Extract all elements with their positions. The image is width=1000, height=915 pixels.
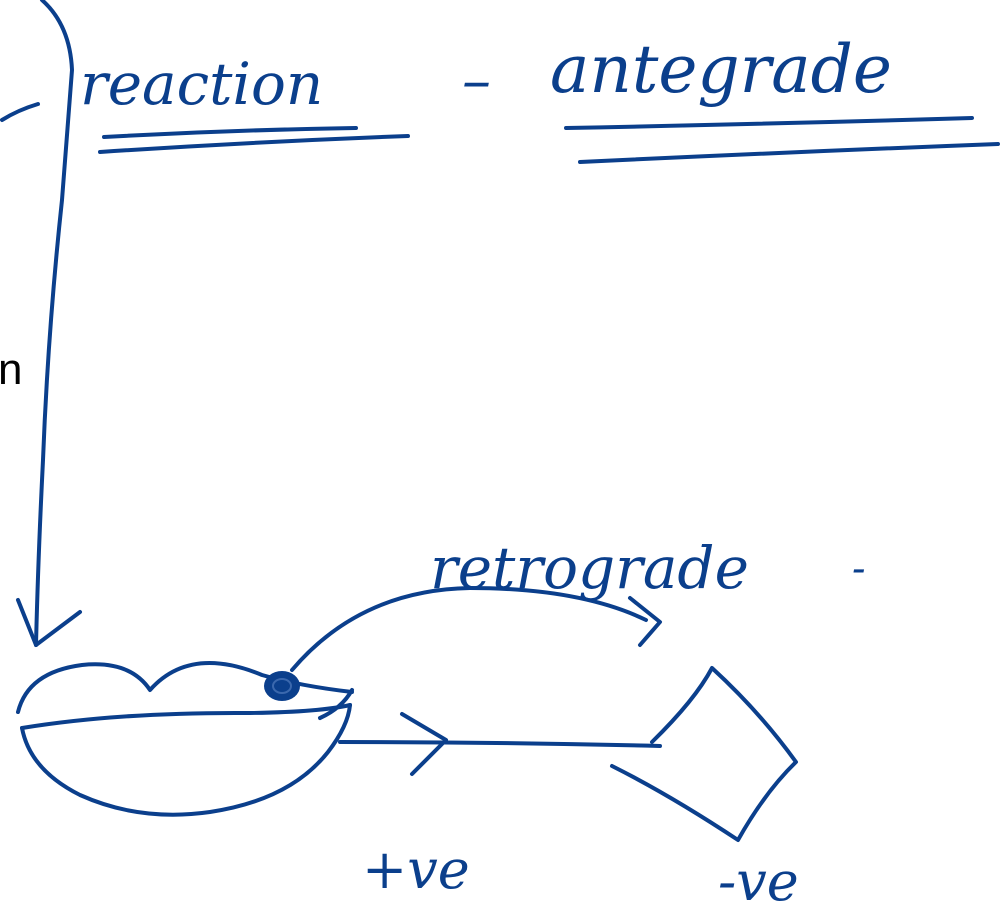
- underline-reaction-1: [102, 126, 358, 139]
- retrograde-arrow-head: [628, 596, 662, 647]
- underline-antegrade-2: [578, 142, 1000, 164]
- cell-body-bowl: [20, 703, 352, 817]
- label-negative: -ve: [718, 850, 799, 913]
- long-arrow-line: [34, 0, 74, 647]
- label-retrograde: retrograde: [430, 534, 749, 602]
- cell-body-top: [16, 661, 354, 714]
- label-positive: +ve: [362, 838, 470, 901]
- printed-text-fragment: n: [0, 345, 23, 394]
- target-diamond: [610, 666, 798, 842]
- long-arrow-head: [16, 598, 82, 647]
- underline-reaction-2: [98, 134, 410, 154]
- retrograde-arrow-line: [290, 586, 648, 672]
- synapse-dot-highlight: [272, 678, 292, 694]
- forward-arrow-head: [400, 712, 448, 776]
- cell-body-rim: [20, 703, 352, 730]
- underline-antegrade-1: [564, 116, 974, 130]
- label-reaction: reaction: [80, 50, 323, 118]
- cell-body-right-edge: [318, 688, 354, 720]
- top-left-stroke: [0, 102, 40, 122]
- label-dash: –: [462, 46, 491, 114]
- synapse-dot: [264, 671, 300, 701]
- label-antegrade: antegrade: [550, 31, 892, 108]
- label-retrograde-dot: -: [852, 546, 866, 592]
- forward-arrow-line: [338, 740, 662, 748]
